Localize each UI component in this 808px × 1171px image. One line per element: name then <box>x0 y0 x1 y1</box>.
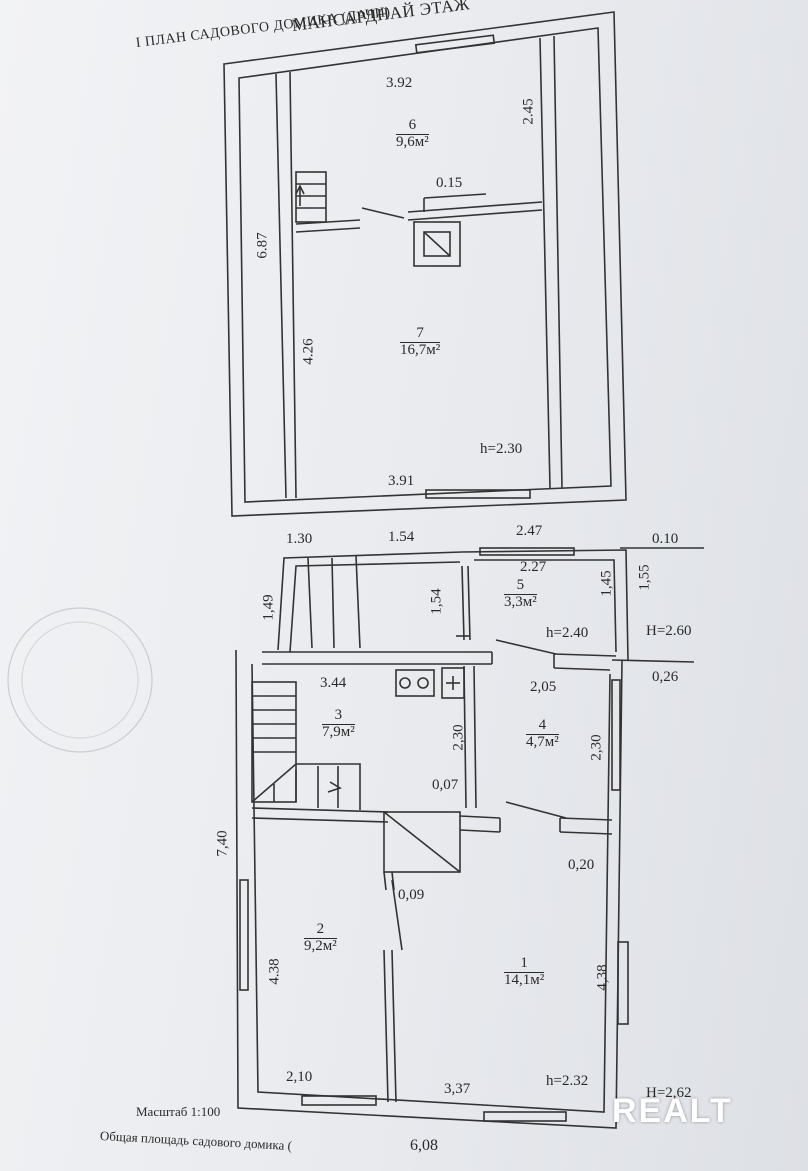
dim-154: 1.54 <box>388 529 415 545</box>
room-7-number: 7 <box>400 325 441 343</box>
dim-227: 2.27 <box>520 559 547 575</box>
room-4-area: 4,7м² <box>526 733 559 750</box>
height-260: H=2.60 <box>646 623 692 639</box>
dim-020: 0,20 <box>568 857 595 873</box>
dim-145: 1,45 <box>598 570 615 597</box>
room-1-area: 14,1м² <box>504 971 545 988</box>
dim-155: 1,55 <box>636 564 653 591</box>
dim-130: 1.30 <box>286 531 313 547</box>
dim-247: 2.47 <box>516 523 543 539</box>
dim-205: 2,05 <box>530 679 557 695</box>
dim-438b: 4,38 <box>594 964 611 991</box>
room-6-label: 6 9,6м² <box>396 117 429 151</box>
room-7-label: 7 16,7м² <box>400 325 441 359</box>
height-232: h=2.32 <box>546 1073 589 1089</box>
room-2-label: 2 9,2м² <box>304 921 337 955</box>
dim-attic-left: 6.87 <box>254 232 271 259</box>
dim-007: 0,07 <box>432 777 459 793</box>
dim-attic-right: 2.45 <box>520 98 537 125</box>
room-7-area: 16,7м² <box>400 341 441 358</box>
dim-010: 0.10 <box>652 531 679 547</box>
room-5-area: 3,3м² <box>504 593 537 610</box>
dim-230b: 2,30 <box>588 734 605 761</box>
room-4-label: 4 4,7м² <box>526 717 559 751</box>
dim-149: 1,49 <box>260 594 277 621</box>
room-5-number: 5 <box>504 577 537 595</box>
dim-740: 7,40 <box>214 830 231 857</box>
dim-attic-top: 3.92 <box>386 75 413 91</box>
dim-attic-bottom: 3.91 <box>388 473 415 489</box>
attic-height: h=2.30 <box>480 441 523 457</box>
dim-210: 2,10 <box>286 1069 313 1085</box>
room-2-area: 9,2м² <box>304 937 337 954</box>
room-1-number: 1 <box>504 955 545 973</box>
ground-outer-wall <box>235 649 623 1129</box>
dim-attic-chimney: 0.15 <box>436 175 463 191</box>
room-3-area: 7,9м² <box>322 723 355 740</box>
room-3-number: 3 <box>322 707 355 725</box>
dim-608: 6,08 <box>410 1137 438 1154</box>
scale-note: Масштаб 1:100 <box>136 1104 221 1119</box>
dim-438a: 4.38 <box>266 958 283 985</box>
room-6-number: 6 <box>396 117 429 135</box>
dim-154v: 1,54 <box>428 588 445 615</box>
attic-outer-wall <box>223 11 627 517</box>
dim-026: 0,26 <box>652 669 679 685</box>
room-1-label: 1 14,1м² <box>504 955 545 989</box>
room-2-number: 2 <box>304 921 337 939</box>
dim-337: 3,37 <box>444 1081 471 1097</box>
room-5-label: 5 3,3м² <box>504 577 537 611</box>
height-262: H=2,62 <box>646 1085 692 1101</box>
realt-watermark: REALT <box>612 1092 733 1130</box>
room-4-number: 4 <box>526 717 559 735</box>
room-3-label: 3 7,9м² <box>322 707 355 741</box>
dim-attic-inner: 4.26 <box>300 338 317 365</box>
dim-344: 3.44 <box>320 675 347 691</box>
dim-230a: 2,30 <box>450 724 467 751</box>
room-6-area: 9,6м² <box>396 133 429 150</box>
dim-009: 0,09 <box>398 887 425 903</box>
height-240: h=2.40 <box>546 625 589 641</box>
